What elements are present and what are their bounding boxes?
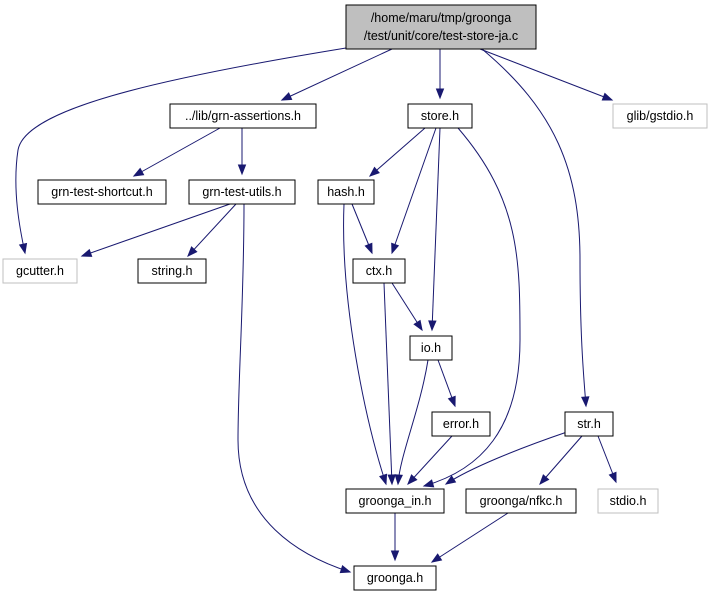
arrowhead-icon bbox=[413, 319, 423, 332]
edge-str-to-stdio bbox=[597, 435, 617, 484]
arrowhead-icon bbox=[430, 553, 443, 563]
edge-io-to-error bbox=[437, 359, 456, 408]
root-label-line-2: /test/unit/core/test-store-ja.c bbox=[364, 29, 518, 43]
node-hash[interactable]: hash.h bbox=[317, 179, 375, 205]
edge-root-to-grn-assertions bbox=[280, 48, 393, 101]
node-groonga[interactable]: groonga.h bbox=[353, 565, 437, 591]
hash-label: hash.h bbox=[327, 185, 365, 199]
node-store[interactable]: store.h bbox=[407, 103, 473, 129]
node-root[interactable]: /home/maru/tmp/groonga /test/unit/core/t… bbox=[345, 4, 537, 50]
arrowhead-icon bbox=[407, 474, 418, 486]
grn-test-utils-label: grn-test-utils.h bbox=[202, 185, 281, 199]
edge-ctx-to-groonga-in bbox=[383, 282, 396, 486]
arrowhead-icon bbox=[391, 242, 400, 255]
edge-grn-test-utils-to-groonga bbox=[237, 203, 352, 574]
arrowhead-icon bbox=[379, 473, 388, 486]
edge-io-to-groonga-in bbox=[394, 359, 429, 486]
arrowhead-icon bbox=[187, 246, 198, 258]
arrowhead-icon bbox=[368, 166, 380, 177]
edge-groonga-in-to-groonga bbox=[390, 513, 400, 562]
arrowhead-icon bbox=[539, 474, 550, 486]
node-string[interactable]: string.h bbox=[137, 258, 207, 284]
arrowhead-icon bbox=[608, 471, 617, 484]
edge-root-to-glib-gstdio bbox=[479, 48, 614, 101]
error-label: error.h bbox=[443, 417, 479, 431]
arrowhead-icon bbox=[18, 242, 28, 255]
node-io[interactable]: io.h bbox=[409, 335, 453, 361]
edge-str-to-groonga-nfkc bbox=[539, 435, 583, 486]
arrowhead-icon bbox=[390, 550, 400, 562]
edge-grn-test-utils-to-string bbox=[187, 203, 237, 258]
node-groonga-nfkc[interactable]: groonga/nfkc.h bbox=[465, 488, 577, 514]
glib-gstdio-label: glib/gstdio.h bbox=[627, 109, 694, 123]
str-label: str.h bbox=[577, 417, 601, 431]
node-ctx[interactable]: ctx.h bbox=[352, 258, 406, 284]
edge-grn-test-utils-to-gcutter bbox=[80, 203, 231, 257]
arrowhead-icon bbox=[447, 395, 456, 408]
stdio-label: stdio.h bbox=[610, 494, 647, 508]
arrowhead-icon bbox=[280, 92, 293, 101]
edge-root-to-str bbox=[481, 48, 590, 408]
arrowhead-icon bbox=[364, 242, 373, 255]
arrowhead-icon bbox=[428, 320, 437, 332]
arrowhead-icon bbox=[394, 474, 403, 486]
node-groonga-in[interactable]: groonga_in.h bbox=[345, 488, 445, 514]
nodes-layer: /home/maru/tmp/groonga /test/unit/core/t… bbox=[2, 4, 708, 591]
edge-grn-assertions-to-grn-test-utils bbox=[237, 128, 247, 176]
edge-hash-to-ctx bbox=[351, 203, 373, 255]
edge-error-to-groonga-in bbox=[407, 435, 453, 486]
edge-store-to-ctx bbox=[391, 127, 437, 255]
arrowhead-icon bbox=[601, 92, 614, 101]
arrowhead-icon bbox=[435, 88, 445, 100]
gcutter-label: gcutter.h bbox=[16, 264, 64, 278]
node-gcutter[interactable]: gcutter.h bbox=[2, 258, 78, 284]
node-grn-test-shortcut[interactable]: grn-test-shortcut.h bbox=[37, 179, 167, 205]
arrowhead-icon bbox=[581, 396, 590, 408]
arrowhead-icon bbox=[132, 167, 145, 177]
arrowhead-icon bbox=[444, 475, 457, 485]
grn-test-shortcut-label: grn-test-shortcut.h bbox=[51, 185, 152, 199]
edge-root-to-gcutter bbox=[15, 47, 347, 255]
node-stdio[interactable]: stdio.h bbox=[597, 488, 659, 514]
groonga-nfkc-label: groonga/nfkc.h bbox=[480, 494, 563, 508]
edge-store-to-groonga-in bbox=[422, 127, 521, 488]
edge-groonga-nfkc-to-groonga bbox=[430, 512, 509, 563]
ctx-label: ctx.h bbox=[366, 264, 392, 278]
node-grn-assertions[interactable]: ../lib/grn-assertions.h bbox=[169, 103, 317, 129]
arrowhead-icon bbox=[387, 474, 396, 486]
edge-str-to-groonga-in bbox=[444, 431, 568, 485]
root-label-line-1: /home/maru/tmp/groonga bbox=[371, 11, 511, 25]
arrowhead-icon bbox=[339, 565, 352, 574]
edge-root-to-store bbox=[435, 49, 445, 100]
arrowhead-icon bbox=[237, 164, 247, 176]
edge-hash-to-groonga-in bbox=[343, 203, 388, 486]
edge-grn-assertions-to-grn-test-shortcut bbox=[132, 127, 221, 177]
groonga-in-label: groonga_in.h bbox=[359, 494, 432, 508]
grn-assertions-label: ../lib/grn-assertions.h bbox=[185, 109, 301, 123]
node-error[interactable]: error.h bbox=[431, 411, 491, 437]
groonga-label: groonga.h bbox=[367, 571, 423, 585]
store-label: store.h bbox=[421, 109, 459, 123]
edge-store-to-hash bbox=[368, 127, 426, 177]
io-label: io.h bbox=[421, 341, 441, 355]
node-str[interactable]: str.h bbox=[564, 411, 614, 437]
node-grn-test-utils[interactable]: grn-test-utils.h bbox=[188, 179, 296, 205]
string-label: string.h bbox=[152, 264, 193, 278]
edge-store-to-io bbox=[428, 127, 441, 332]
edge-ctx-to-io bbox=[391, 282, 423, 332]
arrowhead-icon bbox=[80, 248, 93, 257]
node-glib-gstdio[interactable]: glib/gstdio.h bbox=[612, 103, 708, 129]
edges-layer bbox=[15, 47, 617, 574]
arrowhead-icon bbox=[422, 479, 435, 488]
